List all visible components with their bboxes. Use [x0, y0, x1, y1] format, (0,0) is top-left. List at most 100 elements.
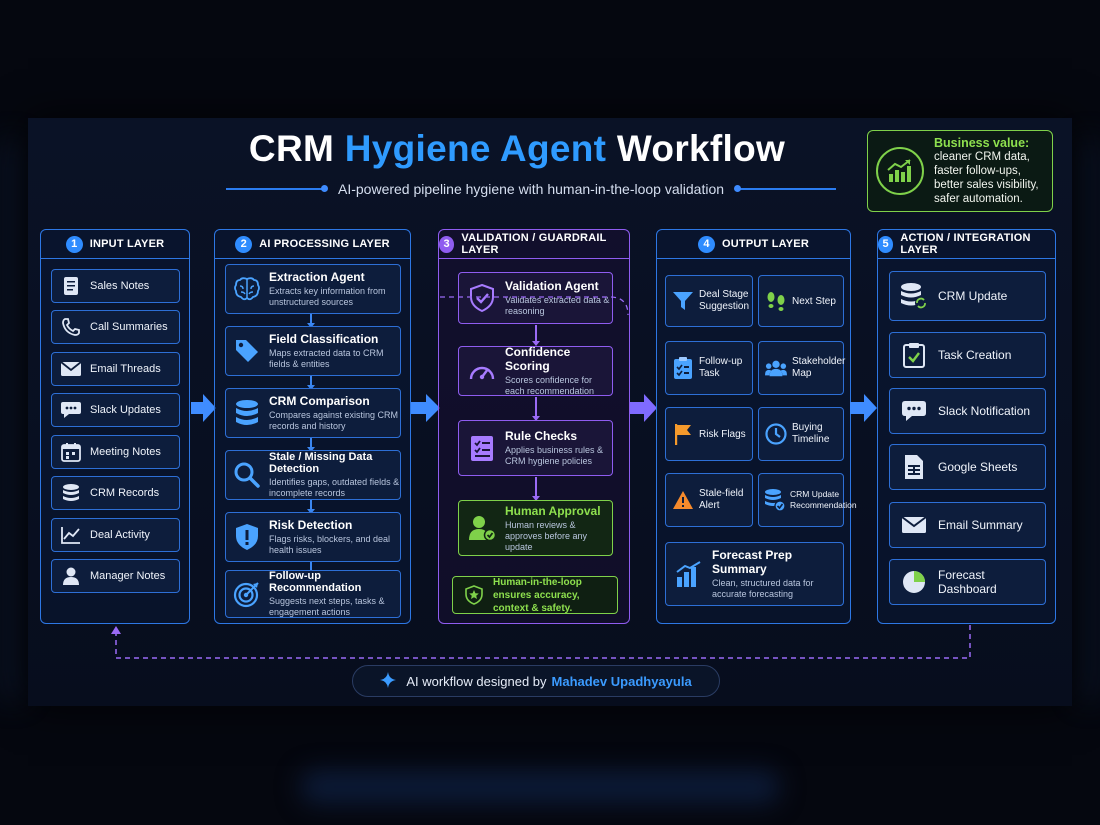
down-arrow — [307, 314, 315, 328]
process-title: Risk Detection — [269, 518, 353, 532]
document-icon — [60, 275, 82, 297]
calendar-icon — [60, 441, 82, 463]
output-item-label: Risk Flags — [699, 428, 746, 440]
database-check-icon — [764, 489, 786, 512]
input-item-deal-activity: Deal Activity — [51, 518, 180, 552]
down-arrow — [532, 477, 540, 501]
pie-chart-icon — [900, 568, 928, 596]
input-layer-column: 1 INPUT LAYER Sales Notes Call Summaries… — [40, 229, 190, 624]
flow-arrow-4 — [850, 394, 877, 422]
process-title: Field Classification — [269, 332, 379, 346]
column-title: OUTPUT LAYER — [722, 238, 809, 250]
database-icon — [60, 482, 82, 504]
business-value-line: safer automation. — [934, 193, 1023, 205]
down-arrow — [307, 376, 315, 390]
magnifier-icon — [232, 460, 262, 490]
input-item-label: Call Summaries — [90, 321, 168, 333]
column-title: AI PROCESSING LAYER — [259, 238, 390, 250]
footer-prefix: AI workflow designed by — [406, 673, 547, 689]
envelope-icon — [60, 358, 82, 380]
process-title: Follow-up Recommendation — [269, 570, 362, 594]
action-integration-layer-header: 5 ACTION / INTEGRATION LAYER — [878, 230, 1055, 259]
input-layer-header: 1 INPUT LAYER — [41, 230, 189, 259]
process-description: Suggests next steps, tasks & engagement … — [269, 596, 385, 617]
business-value-line: faster follow-ups, — [934, 165, 1021, 177]
output-stale-field-alert: Stale-field Alert — [665, 473, 753, 527]
down-arrow — [532, 397, 540, 421]
summary-description: Clean, structured data for accurate fore… — [712, 578, 814, 599]
action-item-label: Forecast Dashboard — [938, 568, 997, 596]
down-arrow — [307, 438, 315, 452]
action-slack-notification: Slack Notification — [889, 388, 1046, 434]
footer-author-name: Mahadev Upadhyayula — [551, 673, 692, 689]
output-crm-update-recommendation: CRM Update Recommendation — [758, 473, 857, 527]
validation-title: Rule Checks — [505, 429, 578, 443]
input-item-crm-records: CRM Records — [51, 476, 180, 510]
output-deal-stage-suggestion: Deal Stage Suggestion — [665, 275, 753, 327]
output-item-label: Next Step — [792, 295, 836, 307]
chat-bubble-icon — [900, 397, 928, 425]
process-title: CRM Comparison — [269, 394, 370, 408]
people-group-icon — [765, 357, 787, 379]
title-accent: Hygiene Agent — [344, 128, 607, 169]
output-item-label: Buying Timeline — [792, 422, 830, 445]
action-email-summary: Email Summary — [889, 502, 1046, 548]
output-follow-up-task: Follow-up Task — [665, 341, 753, 395]
human-in-the-loop-note-text: Human-in-the-loop ensures accuracy, cont… — [493, 576, 582, 614]
action-item-label: Email Summary — [938, 518, 1023, 532]
gauge-icon — [467, 356, 497, 386]
process-description: Flags risks, blockers, and deal health i… — [269, 534, 391, 555]
business-value-heading: Business value: — [934, 136, 1030, 150]
validation-description: Human reviews & approves before any upda… — [505, 519, 588, 552]
action-google-sheets: Google Sheets — [889, 444, 1046, 490]
validation-description: Validates extracted data & reasoning — [505, 295, 610, 316]
backdrop-edge-left — [0, 140, 24, 700]
shield-star-icon — [463, 584, 485, 606]
validation-description: Applies business rules & CRM hygiene pol… — [505, 445, 604, 466]
summary-title: Forecast Prep Summary — [712, 548, 793, 576]
action-item-label: Slack Notification — [938, 404, 1031, 418]
input-item-label: Manager Notes — [90, 570, 166, 582]
phone-icon — [60, 316, 82, 338]
input-item-label: Email Threads — [90, 363, 161, 375]
business-value-line: cleaner CRM data, — [934, 151, 1030, 163]
column-title: ACTION / INTEGRATION LAYER — [900, 232, 1031, 256]
footsteps-icon — [765, 290, 787, 312]
process-title: Stale / Missing Data Detection — [269, 451, 373, 475]
process-title: Extraction Agent — [269, 270, 365, 284]
clock-icon — [765, 423, 787, 445]
output-item-label: CRM Update Recommendation — [790, 489, 857, 510]
bar-chart-icon — [674, 559, 704, 589]
tag-icon — [232, 336, 262, 366]
input-item-call-summaries: Call Summaries — [51, 310, 180, 344]
down-arrow — [307, 500, 315, 514]
process-description: Compares against existing CRM records an… — [269, 410, 399, 431]
flow-arrow-3 — [630, 394, 657, 422]
validation-description: Scores confidence for each recommendatio… — [505, 375, 595, 396]
input-item-label: Deal Activity — [90, 529, 150, 541]
footer-credit: AI workflow designed by Mahadev Upadhyay… — [352, 665, 720, 697]
action-crm-update: CRM Update — [889, 271, 1046, 321]
subtitle: AI-powered pipeline hygiene with human-i… — [338, 181, 725, 197]
input-item-sales-notes: Sales Notes — [51, 269, 180, 303]
down-arrow — [532, 325, 540, 346]
validation-title: Confidence Scoring — [505, 345, 571, 373]
sparkle-icon — [380, 671, 397, 691]
output-buying-timeline: Buying Timeline — [758, 407, 844, 461]
input-item-label: Meeting Notes — [90, 446, 161, 458]
brain-icon — [232, 274, 262, 304]
input-item-label: Slack Updates — [90, 404, 161, 416]
output-next-step: Next Step — [758, 275, 844, 327]
output-stakeholder-map: Stakeholder Map — [758, 341, 845, 395]
action-item-label: CRM Update — [938, 289, 1008, 303]
column-title: VALIDATION / GUARDRAIL LAYER — [461, 232, 607, 256]
clipboard-icon — [672, 357, 694, 379]
human-in-the-loop-note: Human-in-the-loop ensures accuracy, cont… — [452, 576, 618, 614]
